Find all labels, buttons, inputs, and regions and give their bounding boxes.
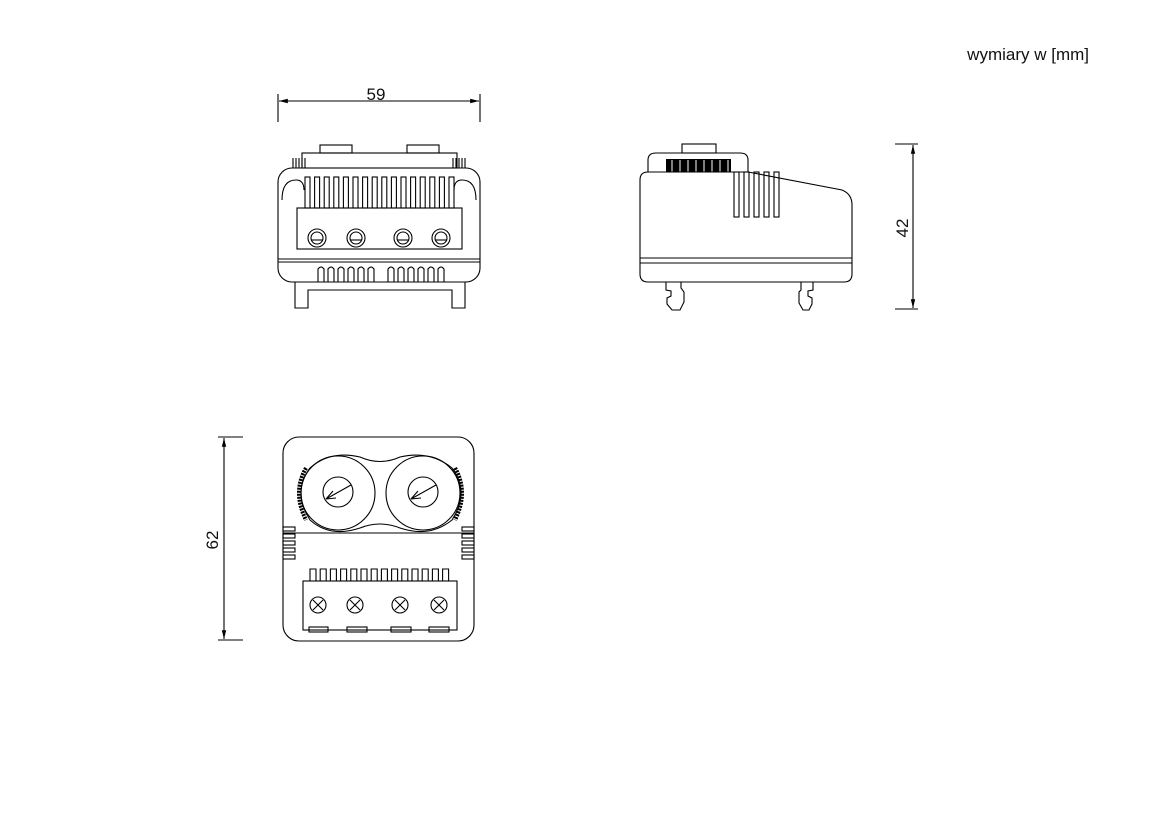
dimension-width: 59 bbox=[277, 85, 481, 122]
terminal-screw-head bbox=[310, 231, 324, 245]
vent-slot bbox=[327, 266, 335, 282]
screw-cross bbox=[433, 599, 445, 611]
terminal-screw-head bbox=[434, 231, 448, 245]
cooling-fin bbox=[371, 176, 378, 209]
cooling-fin bbox=[390, 176, 397, 209]
terminal-screw bbox=[346, 228, 366, 248]
terminal-tab bbox=[390, 626, 412, 633]
vent-slot bbox=[317, 266, 325, 282]
vent-slot bbox=[437, 266, 445, 282]
terminal-screw-head bbox=[349, 231, 363, 245]
vent-slot bbox=[397, 266, 405, 282]
cooling-fin bbox=[773, 171, 780, 218]
terminal-tab bbox=[428, 626, 450, 633]
cooling-fin bbox=[429, 176, 436, 209]
cooling-fin bbox=[733, 171, 740, 218]
dial-right[interactable] bbox=[407, 476, 439, 508]
terminal-screw bbox=[307, 228, 327, 248]
cooling-fin bbox=[391, 568, 399, 581]
cooling-fin bbox=[314, 176, 321, 209]
terminal-screw bbox=[391, 596, 409, 614]
vent-slot bbox=[282, 554, 296, 560]
dimension-height-label: 42 bbox=[893, 219, 912, 238]
vent-slot bbox=[427, 266, 435, 282]
cooling-fin bbox=[421, 568, 429, 581]
cooling-fin bbox=[410, 176, 417, 209]
cooling-fin bbox=[743, 171, 750, 218]
terminal-screw-head bbox=[396, 231, 410, 245]
cooling-fin bbox=[304, 176, 311, 209]
vent-slot bbox=[282, 526, 296, 532]
cooling-fin bbox=[329, 568, 337, 581]
cooling-fin bbox=[438, 176, 445, 209]
vent-slot bbox=[387, 266, 395, 282]
side-view: 42 bbox=[639, 143, 918, 311]
terminal-screw bbox=[431, 228, 451, 248]
vent-slot bbox=[337, 266, 345, 282]
screw-cross bbox=[394, 599, 406, 611]
vent-slot bbox=[407, 266, 415, 282]
cooling-fin bbox=[431, 568, 439, 581]
cooling-fin bbox=[340, 568, 348, 581]
cooling-fin bbox=[753, 171, 760, 218]
vent-slot bbox=[347, 266, 355, 282]
cooling-fin bbox=[360, 568, 368, 581]
vent-slot bbox=[417, 266, 425, 282]
vent-slot bbox=[461, 533, 475, 539]
cooling-fin bbox=[309, 568, 317, 581]
vent-slot bbox=[282, 540, 296, 546]
vent-slot bbox=[461, 526, 475, 532]
cooling-fin bbox=[342, 176, 349, 209]
terminal-tab bbox=[346, 626, 368, 633]
terminal-screw bbox=[309, 596, 327, 614]
cooling-fin bbox=[319, 568, 327, 581]
cooling-fin bbox=[323, 176, 330, 209]
terminal-screw bbox=[346, 596, 364, 614]
dimension-depth: 62 bbox=[203, 436, 243, 641]
cooling-fin bbox=[442, 568, 450, 581]
cooling-fin bbox=[352, 176, 359, 209]
dimension-depth-label: 62 bbox=[203, 531, 222, 550]
top-view: 62 bbox=[203, 436, 475, 642]
cooling-fin bbox=[381, 176, 388, 209]
screw-cross bbox=[312, 599, 324, 611]
terminal-tab bbox=[308, 626, 329, 633]
cooling-fin bbox=[370, 568, 378, 581]
screw-cross bbox=[349, 599, 361, 611]
vent-slot bbox=[282, 533, 296, 539]
cooling-fin bbox=[362, 176, 369, 209]
terminal-screw bbox=[393, 228, 413, 248]
cooling-fin bbox=[400, 176, 407, 209]
vent-slot bbox=[357, 266, 365, 282]
cooling-fin bbox=[350, 568, 358, 581]
cooling-fin bbox=[333, 176, 340, 209]
units-note: wymiary w [mm] bbox=[967, 45, 1089, 64]
cooling-fin bbox=[380, 568, 388, 581]
cooling-fin bbox=[448, 176, 455, 209]
cooling-fin bbox=[763, 171, 770, 218]
terminal-screw bbox=[430, 596, 448, 614]
cooling-fin bbox=[401, 568, 409, 581]
cooling-fin bbox=[411, 568, 419, 581]
dimension-height: 42 bbox=[893, 143, 918, 310]
dial-left[interactable] bbox=[322, 476, 354, 508]
vent-slot bbox=[461, 554, 475, 560]
dimension-width-label: 59 bbox=[367, 85, 386, 104]
vent-slot bbox=[461, 547, 475, 553]
vent-slot bbox=[461, 540, 475, 546]
vent-slot bbox=[367, 266, 375, 282]
front-view: 59 bbox=[277, 85, 481, 309]
vent-slot bbox=[282, 547, 296, 553]
cooling-fin bbox=[419, 176, 426, 209]
